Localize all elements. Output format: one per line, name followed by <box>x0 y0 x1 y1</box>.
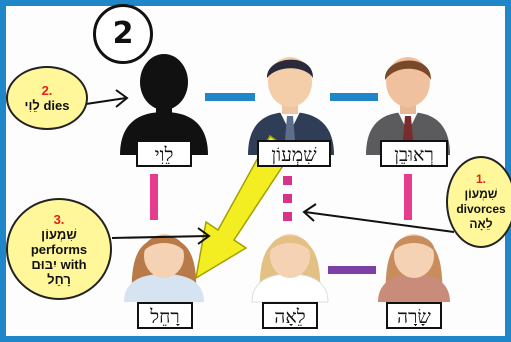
note-yibum-number: 3. <box>53 211 65 227</box>
note-dies-text: dies <box>43 98 70 113</box>
name-label-levi: לֵוִי <box>136 140 192 167</box>
divorced-link-shimon-leah <box>283 176 292 221</box>
pointer-arrow-dies <box>85 89 129 108</box>
note-shimon-divorces-leah: 1. שִׁמְעוֹן divorces לֵאָה <box>446 156 511 248</box>
pointer-arrow-divorce <box>302 203 455 233</box>
note-yibum-line2: with <box>60 256 87 272</box>
note-divorce-text: divorces <box>456 202 506 216</box>
marriage-link-reuven-sarah <box>404 174 412 220</box>
step-number-badge: 2 <box>93 4 153 64</box>
note-divorce-name: שִׁמְעוֹן <box>464 187 498 201</box>
note-dies-number: 2. <box>41 83 53 98</box>
sister-link-leah-sarah <box>328 266 376 274</box>
rachel-figure <box>124 234 204 302</box>
name-label-sarah: שָׂרָה <box>386 302 442 329</box>
brother-link-shimon-reuven <box>330 93 378 101</box>
name-label-rachel: רָחֵל <box>137 302 193 329</box>
note-dies-line: לֵוִי dies <box>25 98 70 113</box>
note-yibum-term: יִבּוּם <box>31 256 57 272</box>
name-label-leah: לֵאָה <box>262 302 318 329</box>
note-yibum-line2-wrap: יִבּוּם with <box>31 257 86 272</box>
pointer-arrow-yibum <box>111 227 211 245</box>
brother-link-levi-shimon <box>205 93 255 101</box>
leah-figure <box>251 234 329 303</box>
note-divorce-number: 1. <box>475 172 486 186</box>
note-dies-name: לֵוִי <box>24 98 40 113</box>
note-levi-dies: 2. לֵוִי dies <box>6 66 88 130</box>
note-shimon-yibum-rachel: 3. שִׁמְעוֹן performs יִבּוּם with רָחֵל <box>6 198 112 300</box>
note-yibum-object: רָחֵל <box>47 271 71 287</box>
marriage-link-levi-rachel <box>150 174 158 220</box>
name-label-shimon: שִׁמְעוֹן <box>257 140 331 167</box>
note-yibum-line1: performs <box>30 241 88 257</box>
note-divorce-object: לֵאָה <box>469 217 493 231</box>
note-yibum-name: שִׁמְעוֹן <box>41 226 77 242</box>
name-label-reuven: רְאוּבֵן <box>380 140 448 167</box>
sarah-figure <box>378 234 450 302</box>
